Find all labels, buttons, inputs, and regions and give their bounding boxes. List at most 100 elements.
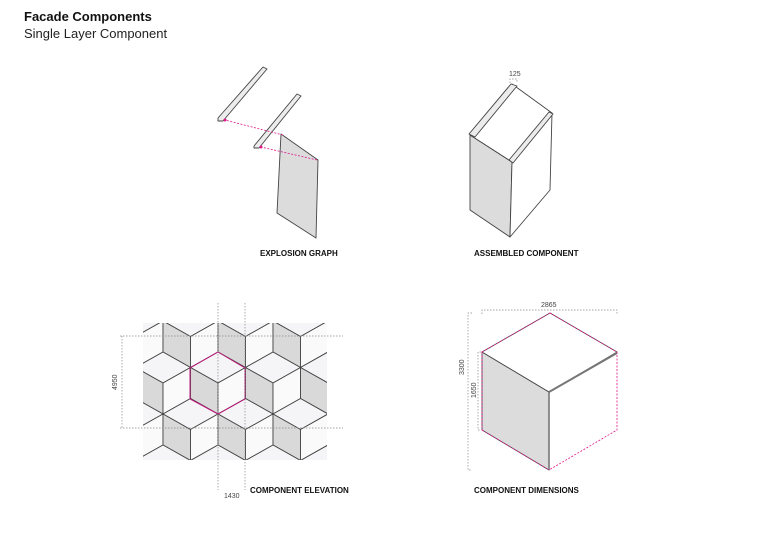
tile-top-face bbox=[328, 306, 383, 337]
component-dimensions: 2865 3300 1650 COMPONENT DIMENSIONS bbox=[459, 302, 618, 495]
tile-top-face bbox=[190, 444, 246, 460]
arrow-head-2 bbox=[259, 145, 263, 149]
component-elevation: 4950 1430 COMPONENT ELEVATION bbox=[26, 259, 439, 552]
tile-right-face bbox=[218, 275, 246, 322]
tile-right-face bbox=[53, 275, 81, 322]
cube-height-dimension: 3300 bbox=[459, 359, 466, 375]
elevation-width-dimension: 1430 bbox=[224, 493, 240, 500]
tile-right-face bbox=[411, 414, 439, 461]
tile-top-face bbox=[356, 352, 411, 383]
tile-top-face bbox=[273, 492, 328, 523]
assembled-component: 125 ASSEMBLED COMPONENT bbox=[468, 71, 579, 258]
tile-left-face bbox=[108, 507, 136, 552]
elevation-height-dimension: 4950 bbox=[112, 374, 119, 390]
tile-top-face bbox=[81, 445, 136, 476]
tile-right-face bbox=[300, 459, 301, 460]
width-dimension-line bbox=[481, 309, 618, 314]
tile-left-face bbox=[81, 368, 109, 415]
tile-left-face bbox=[163, 507, 191, 552]
tile-top-face bbox=[143, 444, 191, 460]
cube-width-dimension: 2865 bbox=[541, 302, 557, 309]
tile-top-face bbox=[246, 259, 301, 290]
tile-left-face bbox=[136, 461, 164, 508]
explosion-arrow-2 bbox=[260, 146, 318, 161]
tile-left-face bbox=[328, 414, 356, 461]
arrow-head-1 bbox=[223, 118, 227, 122]
tile-top-face bbox=[383, 492, 438, 523]
tile-right-face bbox=[328, 275, 356, 322]
tile-right-face bbox=[383, 461, 411, 508]
tile-left-face bbox=[136, 275, 164, 322]
top-strip-1 bbox=[217, 66, 268, 122]
tile-top-face bbox=[328, 399, 383, 430]
tile-top-face bbox=[53, 306, 108, 337]
component-elevation-label: COMPONENT ELEVATION bbox=[250, 486, 349, 495]
elevation-tiles bbox=[26, 259, 439, 552]
tile-left-face bbox=[190, 459, 191, 460]
tile-right-face bbox=[81, 507, 109, 552]
tile-left-face bbox=[301, 275, 329, 322]
tile-left-face bbox=[328, 321, 356, 368]
strip-left bbox=[468, 83, 518, 138]
tile-top-face bbox=[356, 445, 411, 476]
page-title: Facade Components bbox=[24, 9, 152, 24]
page-subtitle: Single Layer Component bbox=[24, 26, 168, 41]
tile-top-face bbox=[108, 492, 163, 523]
explosion-graph: EXPLOSION GRAPH bbox=[217, 66, 338, 258]
cube-top-strip bbox=[548, 352, 618, 393]
tile-right-face bbox=[53, 368, 81, 415]
cube-outline-dashed bbox=[481, 312, 618, 471]
thickness-dimension: 125 bbox=[509, 71, 521, 78]
tile-left-face bbox=[356, 275, 384, 322]
tile-left-face bbox=[53, 507, 81, 552]
tile-left-face bbox=[81, 275, 109, 322]
tile-left-face bbox=[191, 275, 219, 322]
tile-top-face bbox=[299, 352, 327, 383]
half-height-dimension-line bbox=[477, 351, 481, 431]
tile-top-face bbox=[143, 402, 164, 426]
tile-right-face bbox=[300, 323, 327, 369]
tile-left-face bbox=[246, 275, 274, 322]
tile-right-face bbox=[163, 275, 191, 322]
tile-top-face bbox=[53, 399, 108, 430]
tile-top-face bbox=[300, 445, 327, 460]
tile-top-face bbox=[26, 259, 81, 290]
tile-right-face bbox=[356, 321, 384, 368]
top-strip-2 bbox=[253, 93, 302, 149]
tile-left-face bbox=[53, 321, 81, 368]
explosion-graph-label: EXPLOSION GRAPH bbox=[260, 249, 338, 258]
tile-left-face bbox=[53, 414, 81, 461]
tile-right-face bbox=[108, 275, 136, 322]
strip-right bbox=[508, 111, 554, 164]
tile-right-face bbox=[81, 414, 109, 461]
tile-top-face bbox=[383, 306, 438, 337]
tile-left-face bbox=[218, 507, 246, 552]
tile-right-face bbox=[245, 459, 246, 460]
tile-left-face bbox=[328, 507, 356, 552]
tile-top-face bbox=[191, 259, 246, 290]
side-panel bbox=[276, 133, 319, 239]
tile-top-face bbox=[26, 445, 81, 476]
tile-top-face bbox=[163, 492, 218, 523]
tile-top-face bbox=[301, 259, 356, 290]
tile-left-face bbox=[81, 461, 109, 508]
tile-top-face bbox=[81, 352, 136, 383]
tile-right-face bbox=[190, 459, 191, 460]
tile-left-face bbox=[26, 275, 54, 322]
tile-right-face bbox=[273, 275, 301, 322]
tile-right-face bbox=[81, 321, 109, 368]
tile-right-face bbox=[356, 414, 384, 461]
tile-left-face bbox=[383, 507, 411, 552]
tile-left-face bbox=[245, 459, 246, 460]
thickness-dimension-line bbox=[509, 78, 518, 83]
tile-left-face bbox=[356, 368, 384, 415]
tile-right-face bbox=[136, 507, 164, 552]
tile-top-face bbox=[53, 492, 108, 523]
tile-left-face bbox=[356, 461, 384, 508]
tile-right-face bbox=[383, 368, 411, 415]
tile-right-face bbox=[300, 414, 327, 460]
tile-right-face bbox=[301, 507, 329, 552]
height-dimension-line bbox=[467, 312, 472, 471]
tile-top-face bbox=[136, 259, 191, 290]
